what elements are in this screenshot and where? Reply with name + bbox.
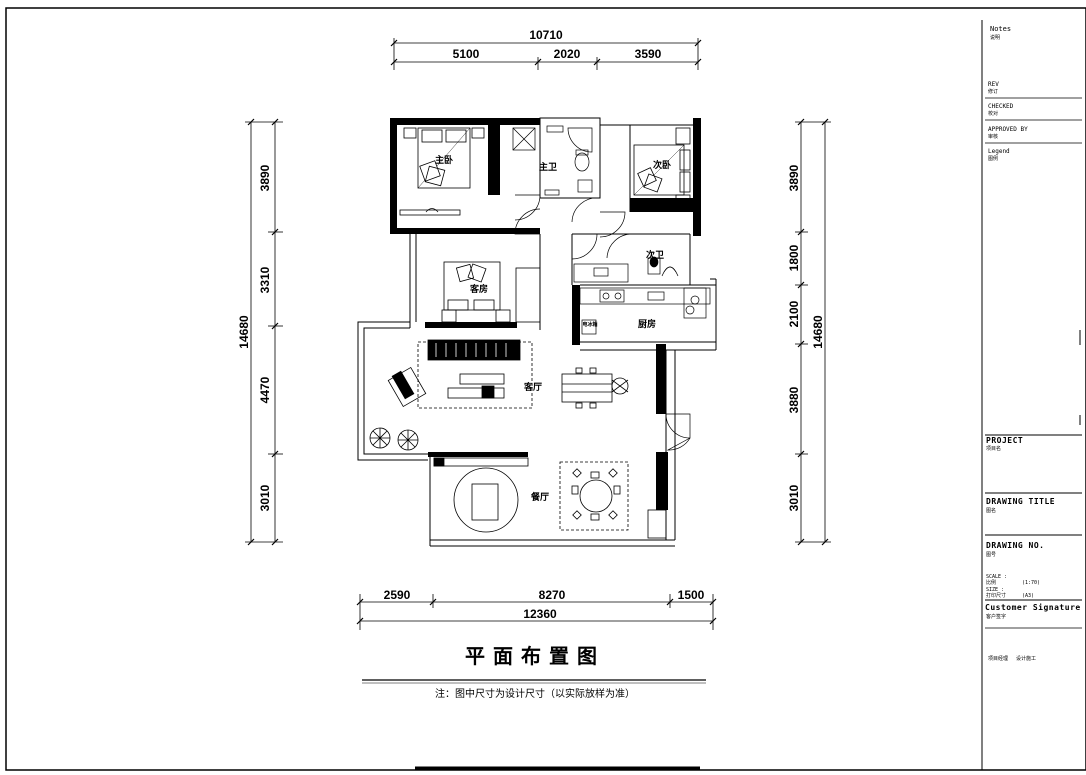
dim-bottom-1: 2590	[384, 588, 411, 602]
tb-project-cn: 项目名	[986, 446, 1002, 452]
room-label-master-bath: 主卫	[539, 161, 557, 172]
tb-approved: APPROVED BY	[988, 126, 1028, 133]
tb-scale-cn: 比例	[986, 580, 997, 586]
tb-scale-value: (1:70)	[1022, 580, 1041, 586]
left-edge-marks	[5, 160, 1081, 450]
sheet-border	[5, 7, 1086, 771]
dim-top-1: 5100	[453, 47, 480, 61]
dim-right-1: 3890	[787, 164, 801, 191]
tb-size: SIZE :	[986, 587, 1005, 593]
dimension-ticks	[247, 39, 829, 625]
living-room-furniture	[369, 339, 629, 467]
dim-top-3: 3590	[635, 47, 662, 61]
dim-top-2: 2020	[554, 47, 581, 61]
tb-drawing-title: DRAWING TITLE	[986, 497, 1056, 506]
tb-checked: CHECKED	[988, 103, 1014, 110]
guest-room-furniture	[441, 261, 541, 323]
room-label-dining-room: 餐厅	[530, 491, 549, 502]
tb-drawing-no-cn: 图号	[986, 552, 997, 558]
dim-left-total: 14680	[237, 315, 251, 349]
tb-footer-right: 设计施工	[1016, 656, 1037, 662]
dim-right-2: 1800	[787, 244, 801, 271]
tb-size-value: (A3)	[1022, 593, 1035, 599]
title-block-frame	[981, 20, 1082, 770]
tb-project: PROJECT	[986, 436, 1024, 445]
dim-right-3: 2100	[787, 300, 801, 327]
room-label-kitchen: 厨房	[638, 318, 656, 329]
tb-drawing-title-cn: 图名	[986, 508, 997, 514]
master-bath-fixtures	[512, 125, 593, 196]
master-bedroom-furniture	[399, 127, 485, 216]
second-bath-fixtures	[573, 256, 679, 283]
label-fridge: 电冰箱	[582, 321, 597, 328]
room-label-guest-room: 客房	[469, 283, 488, 294]
tb-footer-left: 项目经理	[988, 656, 1009, 662]
tb-rev: REV	[988, 81, 999, 88]
dim-right-5: 3010	[787, 484, 801, 511]
room-label-master-bedroom: 主卧	[435, 154, 453, 165]
dim-bottom-3: 1500	[678, 588, 705, 602]
room-label-second-bedroom: 次卧	[653, 159, 671, 170]
doors	[514, 194, 691, 451]
drawing-title: 平面布置图	[465, 644, 605, 668]
dim-top-total: 10710	[529, 28, 563, 42]
kitchen-fixtures	[579, 287, 711, 335]
dim-right-4: 3880	[787, 386, 801, 413]
dim-left-1: 3890	[258, 164, 272, 191]
dim-left-2: 3310	[258, 266, 272, 293]
tb-legend: Legend	[988, 148, 1010, 155]
tb-notes: Notes	[990, 25, 1012, 33]
drawing-note: 注：图中尺寸为设计尺寸（以实际放样为准）	[435, 689, 635, 700]
room-label-living-room: 客厅	[523, 381, 542, 392]
tb-notes-cn: 说明	[990, 35, 1001, 41]
tb-signature: Customer Signature	[985, 603, 1081, 612]
dim-left-3: 4470	[258, 376, 272, 403]
tb-checked-cn: 校对	[988, 111, 999, 117]
tb-signature-cn: 客户签字	[986, 614, 1007, 620]
room-label-second-bath: 次卫	[646, 249, 664, 260]
tb-approved-cn: 审核	[988, 134, 999, 140]
tb-rev-cn: 修订	[988, 89, 999, 95]
second-bedroom-furniture	[633, 127, 691, 212]
walls	[390, 118, 701, 510]
dim-right-total: 14680	[811, 315, 825, 349]
dining-room-furniture	[453, 461, 667, 539]
dim-left-4: 3010	[258, 484, 272, 511]
tb-size-cn: 打印尺寸	[986, 593, 1007, 599]
tb-scale: SCALE :	[986, 574, 1008, 580]
dimension-lines	[245, 38, 831, 630]
dim-bottom-total: 12360	[523, 607, 557, 621]
tb-drawing-no: DRAWING NO.	[986, 541, 1045, 550]
dim-bottom-2: 8270	[539, 588, 566, 602]
tb-legend-cn: 图例	[988, 156, 999, 162]
